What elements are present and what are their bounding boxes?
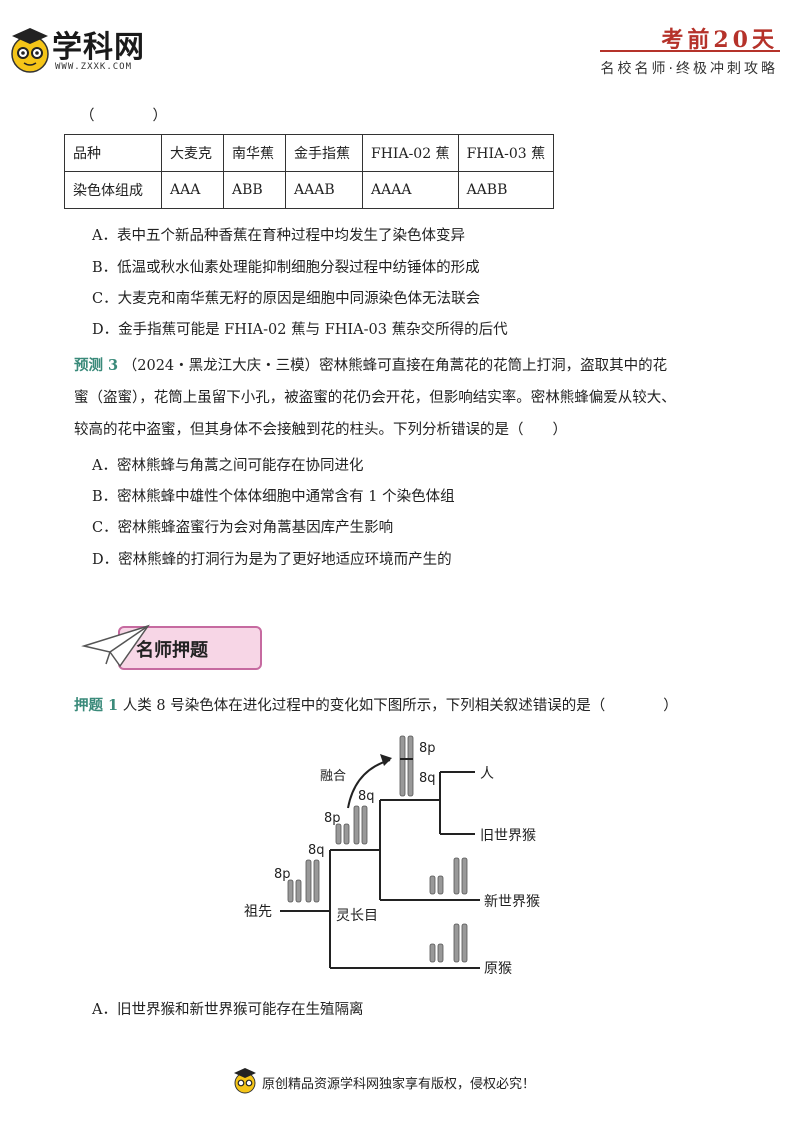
footer-text: 原创精品资源学科网独家享有版权，侵权必究！ [262, 1077, 536, 1092]
header-title: 考前20天 [661, 27, 778, 53]
option-a: A．旧世界猴和新世界猴可能存在生殖隔离 [92, 1002, 364, 1018]
label-8q: 8q [419, 771, 436, 786]
paper-plane-icon [81, 624, 150, 668]
prosimian-label: 原猴 [484, 961, 512, 977]
table-cell: FHIA-02 蕉 [362, 134, 459, 172]
question-ya1-line: 押题 1 人类 8 号染色体在进化过程中的变化如下图所示，下列相关叙述错误的是（… [74, 696, 678, 716]
question-label: 押题 1 [74, 697, 119, 714]
label-8p: 8p [419, 741, 436, 756]
option-d: D．密林熊蜂的打洞行为是为了更好地适应环境而产生的 [92, 552, 452, 568]
chromosome-table: 品种 大麦克 南华蕉 金手指蕉 FHIA-02 蕉 FHIA-03 蕉 染色体组… [64, 134, 555, 209]
question-text: 蜜（盗蜜），花筒上虽留下小孔，被盗蜜的花仍会开花，但影响结实率。密林熊蜂偏爱从较… [74, 390, 676, 406]
chromosome-evolution-figure: 融合 8p 8q 8q 8p 8q 8p 祖先 灵长目 人 旧世界猴 新世界猴 … [244, 735, 540, 977]
logo-url: WWW.ZXXK.COM [55, 62, 133, 72]
new-world-monkey-label: 新世界猴 [484, 894, 540, 910]
human-label: 人 [480, 766, 494, 782]
option-d: D．金手指蕉可能是 FHIA-02 蕉与 FHIA-03 蕉杂交所得的后代 [92, 322, 508, 338]
option-c: C．密林熊蜂盗蜜行为会对角蒿基因库产生影响 [92, 520, 394, 536]
question-3-line-1: 预测 3 （2024・黑龙江大庆・三模）密林熊蜂可直接在角蒿花的花筒上打洞，盗取… [74, 356, 667, 376]
table-cell: 南华蕉 [223, 134, 286, 172]
option-a: A．密林熊蜂与角蒿之间可能存在协同进化 [92, 458, 364, 474]
footer-mascot-icon [234, 1068, 256, 1094]
option-a: A．表中五个新品种香蕉在育种过程中均发生了染色体变异 [92, 228, 465, 244]
header-subtitle: 名校名师·终极冲刺攻略 [600, 61, 778, 77]
table-cell: AABB [457, 171, 555, 209]
answer-bracket: （ ） [80, 108, 167, 124]
table-cell: 大麦克 [161, 134, 224, 172]
table-cell: 金手指蕉 [285, 134, 363, 172]
option-b: B．密林熊蜂中雄性个体体细胞中通常含有 1 个染色体组 [92, 489, 455, 505]
fusion-label: 融合 [320, 769, 346, 784]
ancestor-label: 祖先 [244, 904, 272, 920]
table-cell: ABB [223, 171, 286, 209]
header-divider [600, 50, 780, 52]
table-cell: 染色体组成 [64, 171, 162, 209]
table-row: 染色体组成 AAA ABB AAAB AAAA AABB [64, 171, 555, 209]
option-b: B．低温或秋水仙素处理能抑制细胞分裂过程中纺锤体的形成 [92, 260, 480, 276]
question-text: 人类 8 号染色体在进化过程中的变化如下图所示，下列相关叙述错误的是（ ） [122, 698, 678, 714]
label-8p: 8p [324, 811, 341, 826]
banner-text: 名师押题 [136, 640, 208, 661]
question-text: 较高的花中盗蜜，但其身体不会接触到花的柱头。下列分析错误的是（ ） [74, 422, 567, 438]
old-world-monkey-label: 旧世界猴 [480, 828, 536, 844]
section-banner: 名师押题 [80, 622, 262, 670]
logo-text: 学科网 [52, 30, 145, 65]
logo-mascot-icon [11, 28, 49, 73]
question-text: （2024・黑龙江大庆・三模）密林熊蜂可直接在角蒿花的花筒上打洞，盗取其中的花 [122, 358, 668, 374]
option-c: C．大麦克和南华蕉无籽的原因是细胞中同源染色体无法联会 [92, 291, 481, 307]
label-8q: 8q [358, 789, 375, 804]
label-8p: 8p [274, 867, 291, 882]
question-label: 预测 3 [74, 357, 119, 374]
table-cell: AAAB [285, 171, 363, 209]
table-cell: AAA [161, 171, 224, 209]
table-cell: FHIA-03 蕉 [457, 134, 555, 172]
table-row: 品种 大麦克 南华蕉 金手指蕉 FHIA-02 蕉 FHIA-03 蕉 [64, 134, 555, 172]
primate-label: 灵长目 [336, 908, 378, 924]
table-cell: AAAA [362, 171, 459, 209]
label-8q: 8q [308, 843, 325, 858]
table-cell: 品种 [64, 134, 162, 172]
